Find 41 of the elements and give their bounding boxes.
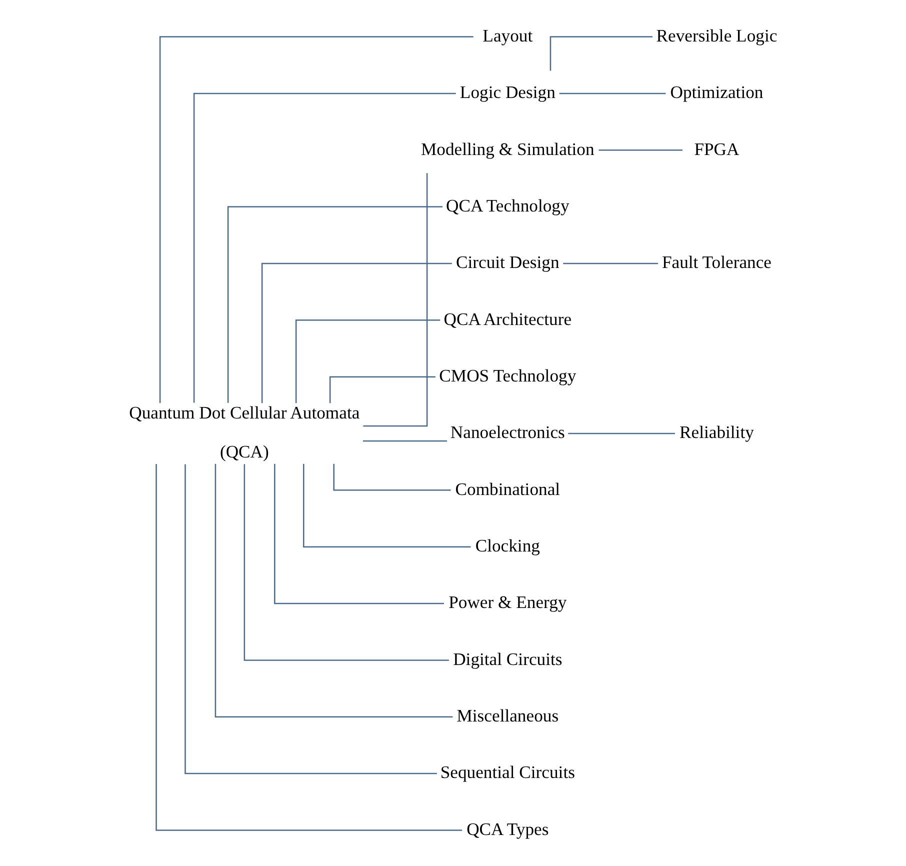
node-text: Combinational — [454, 478, 560, 498]
connector — [155, 463, 462, 830]
node-text: Reliability — [679, 422, 754, 442]
connector — [332, 463, 450, 490]
connector — [562, 262, 658, 264]
connector — [243, 464, 448, 660]
node-text: Digital Circuits — [452, 648, 562, 668]
connector — [362, 172, 428, 426]
connector — [549, 36, 652, 70]
connector — [214, 463, 452, 717]
connector — [260, 262, 452, 403]
node-text: Miscellaneous — [456, 705, 558, 726]
node-text: FPGA — [694, 138, 739, 158]
connector — [558, 92, 666, 94]
connector — [274, 463, 444, 604]
connector — [158, 36, 473, 403]
node-text: QCA Technology — [446, 194, 569, 215]
node-text: Modelling & Simulation — [420, 138, 594, 158]
node-text: Nanoelectronics — [450, 422, 564, 442]
connector — [302, 463, 470, 547]
node-text: Layout — [482, 24, 532, 45]
node-text: Power & Energy — [448, 592, 566, 612]
node-text: Clocking — [474, 535, 540, 556]
connector — [192, 92, 456, 402]
node-text: Sequential Circuits — [440, 762, 574, 782]
connector — [226, 206, 442, 402]
node-text: CMOS Technology — [438, 364, 576, 385]
connector — [598, 149, 682, 150]
node-text: QCA Architecture — [443, 308, 572, 328]
connector — [568, 432, 674, 434]
node-text: Quantum Dot Cellular Automata (QCA) — [128, 402, 360, 462]
connector — [328, 376, 435, 403]
node-text: Optimization — [670, 82, 763, 102]
node-text: Circuit Design — [456, 252, 559, 272]
connector — [184, 464, 436, 774]
connector — [362, 440, 446, 442]
node-text: QCA Types — [466, 818, 548, 838]
node-text: Logic Design — [459, 82, 555, 102]
node-text: Fault Tolerance — [661, 252, 772, 272]
connector — [294, 319, 440, 403]
node-text: Reversible Logic — [656, 24, 777, 45]
